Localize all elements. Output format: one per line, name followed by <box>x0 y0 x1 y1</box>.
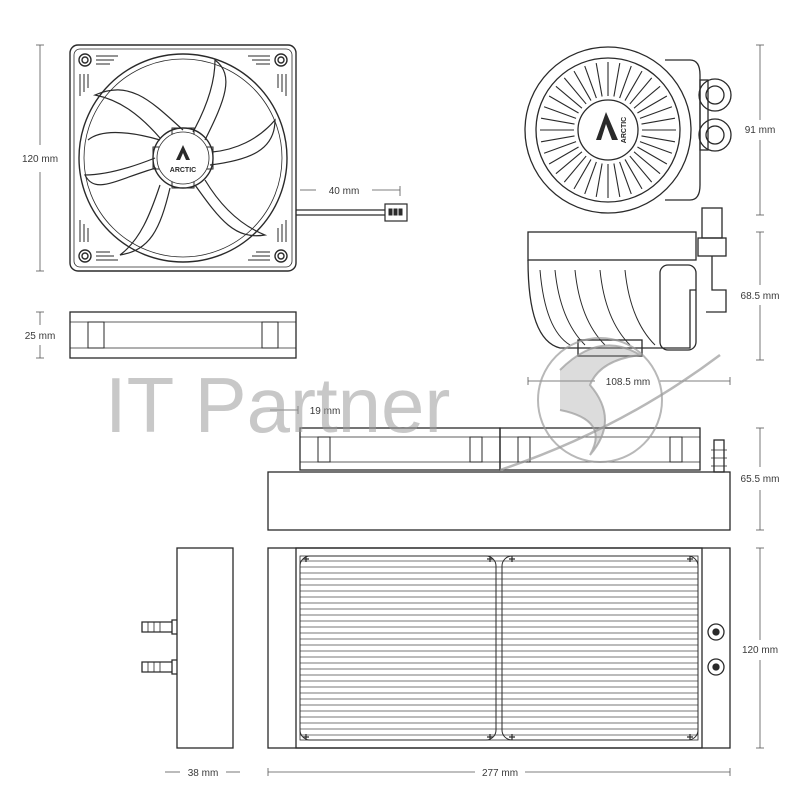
pump-fin <box>584 161 597 195</box>
pump-side-height-label: 68.5 mm <box>741 291 780 302</box>
pump-fin <box>540 135 575 143</box>
pump-cap-logo: ARCTIC <box>621 117 628 143</box>
fan-thickness-dimension-line <box>36 311 44 359</box>
pump-fin <box>619 65 632 99</box>
pump-fin <box>595 163 603 198</box>
pump-fin <box>548 95 579 114</box>
pump-fin <box>543 141 577 154</box>
fan-thickness-label: 25 mm <box>25 331 56 342</box>
end-tank-width-label: 38 mm <box>188 768 219 779</box>
pump-fin <box>639 141 673 154</box>
pump-fin <box>613 163 621 198</box>
pump-fin <box>633 85 661 109</box>
pump-width-dimension-line <box>527 377 731 385</box>
pump-fin <box>637 146 668 165</box>
pump-fin <box>624 159 643 190</box>
pump-fin <box>639 106 673 119</box>
pump-fin <box>548 146 579 165</box>
pump-fin <box>613 62 621 97</box>
radiator-width-dimension-line <box>267 768 731 776</box>
pump-fin <box>629 155 653 183</box>
pump-width-label: 108.5 mm <box>606 377 650 388</box>
pump-fin <box>543 106 577 119</box>
radiator-front-view <box>267 547 731 749</box>
pump-fin <box>637 95 668 114</box>
watermark-logo <box>499 337 721 472</box>
fan-height-dimension-line <box>36 44 44 272</box>
pump-side-height-dimension-line <box>756 231 764 361</box>
pump-fin <box>555 151 583 175</box>
pump-fin <box>624 70 643 101</box>
fan-hub-logo: ARCTIC <box>170 167 196 174</box>
pump-fin <box>595 62 603 97</box>
radiator-side-view <box>267 427 731 531</box>
radiator-side-height-dimension-line <box>756 427 764 531</box>
pump-fin <box>629 77 653 105</box>
fan-gap-label: 19 mm <box>310 406 341 417</box>
fan-cable-length-label: 40 mm <box>329 186 360 197</box>
pump-fin <box>641 117 676 125</box>
pump-fin <box>584 65 597 99</box>
pump-fin <box>555 85 583 109</box>
watermark-text: IT Partner <box>105 361 450 449</box>
pump-top-view <box>524 46 732 214</box>
fan-front-view <box>69 44 297 272</box>
fan-side-view <box>69 311 297 359</box>
pump-top-height-dimension-line <box>756 44 764 216</box>
fan-cable-dimension-line <box>300 186 401 196</box>
fan-cable <box>296 203 408 222</box>
pump-fin <box>633 151 661 175</box>
pump-fin <box>641 135 676 143</box>
pump-fin <box>563 155 587 183</box>
pump-fin <box>573 70 592 101</box>
fan-height-label: 120 mm <box>22 154 58 165</box>
pump-top-height-label: 91 mm <box>745 125 776 136</box>
radiator-front-height-dimension-line <box>756 547 764 749</box>
pump-fin <box>563 77 587 105</box>
end-tank-view <box>141 547 234 749</box>
radiator-width-label: 277 mm <box>482 768 518 779</box>
pump-fin <box>573 159 592 190</box>
pump-side-view <box>527 207 727 357</box>
pump-fin <box>540 117 575 125</box>
radiator-side-height-label: 65.5 mm <box>741 474 780 485</box>
fan-gap-dimension-line <box>270 406 299 414</box>
radiator-front-height-label: 120 mm <box>742 645 778 656</box>
pump-fin <box>619 161 632 195</box>
